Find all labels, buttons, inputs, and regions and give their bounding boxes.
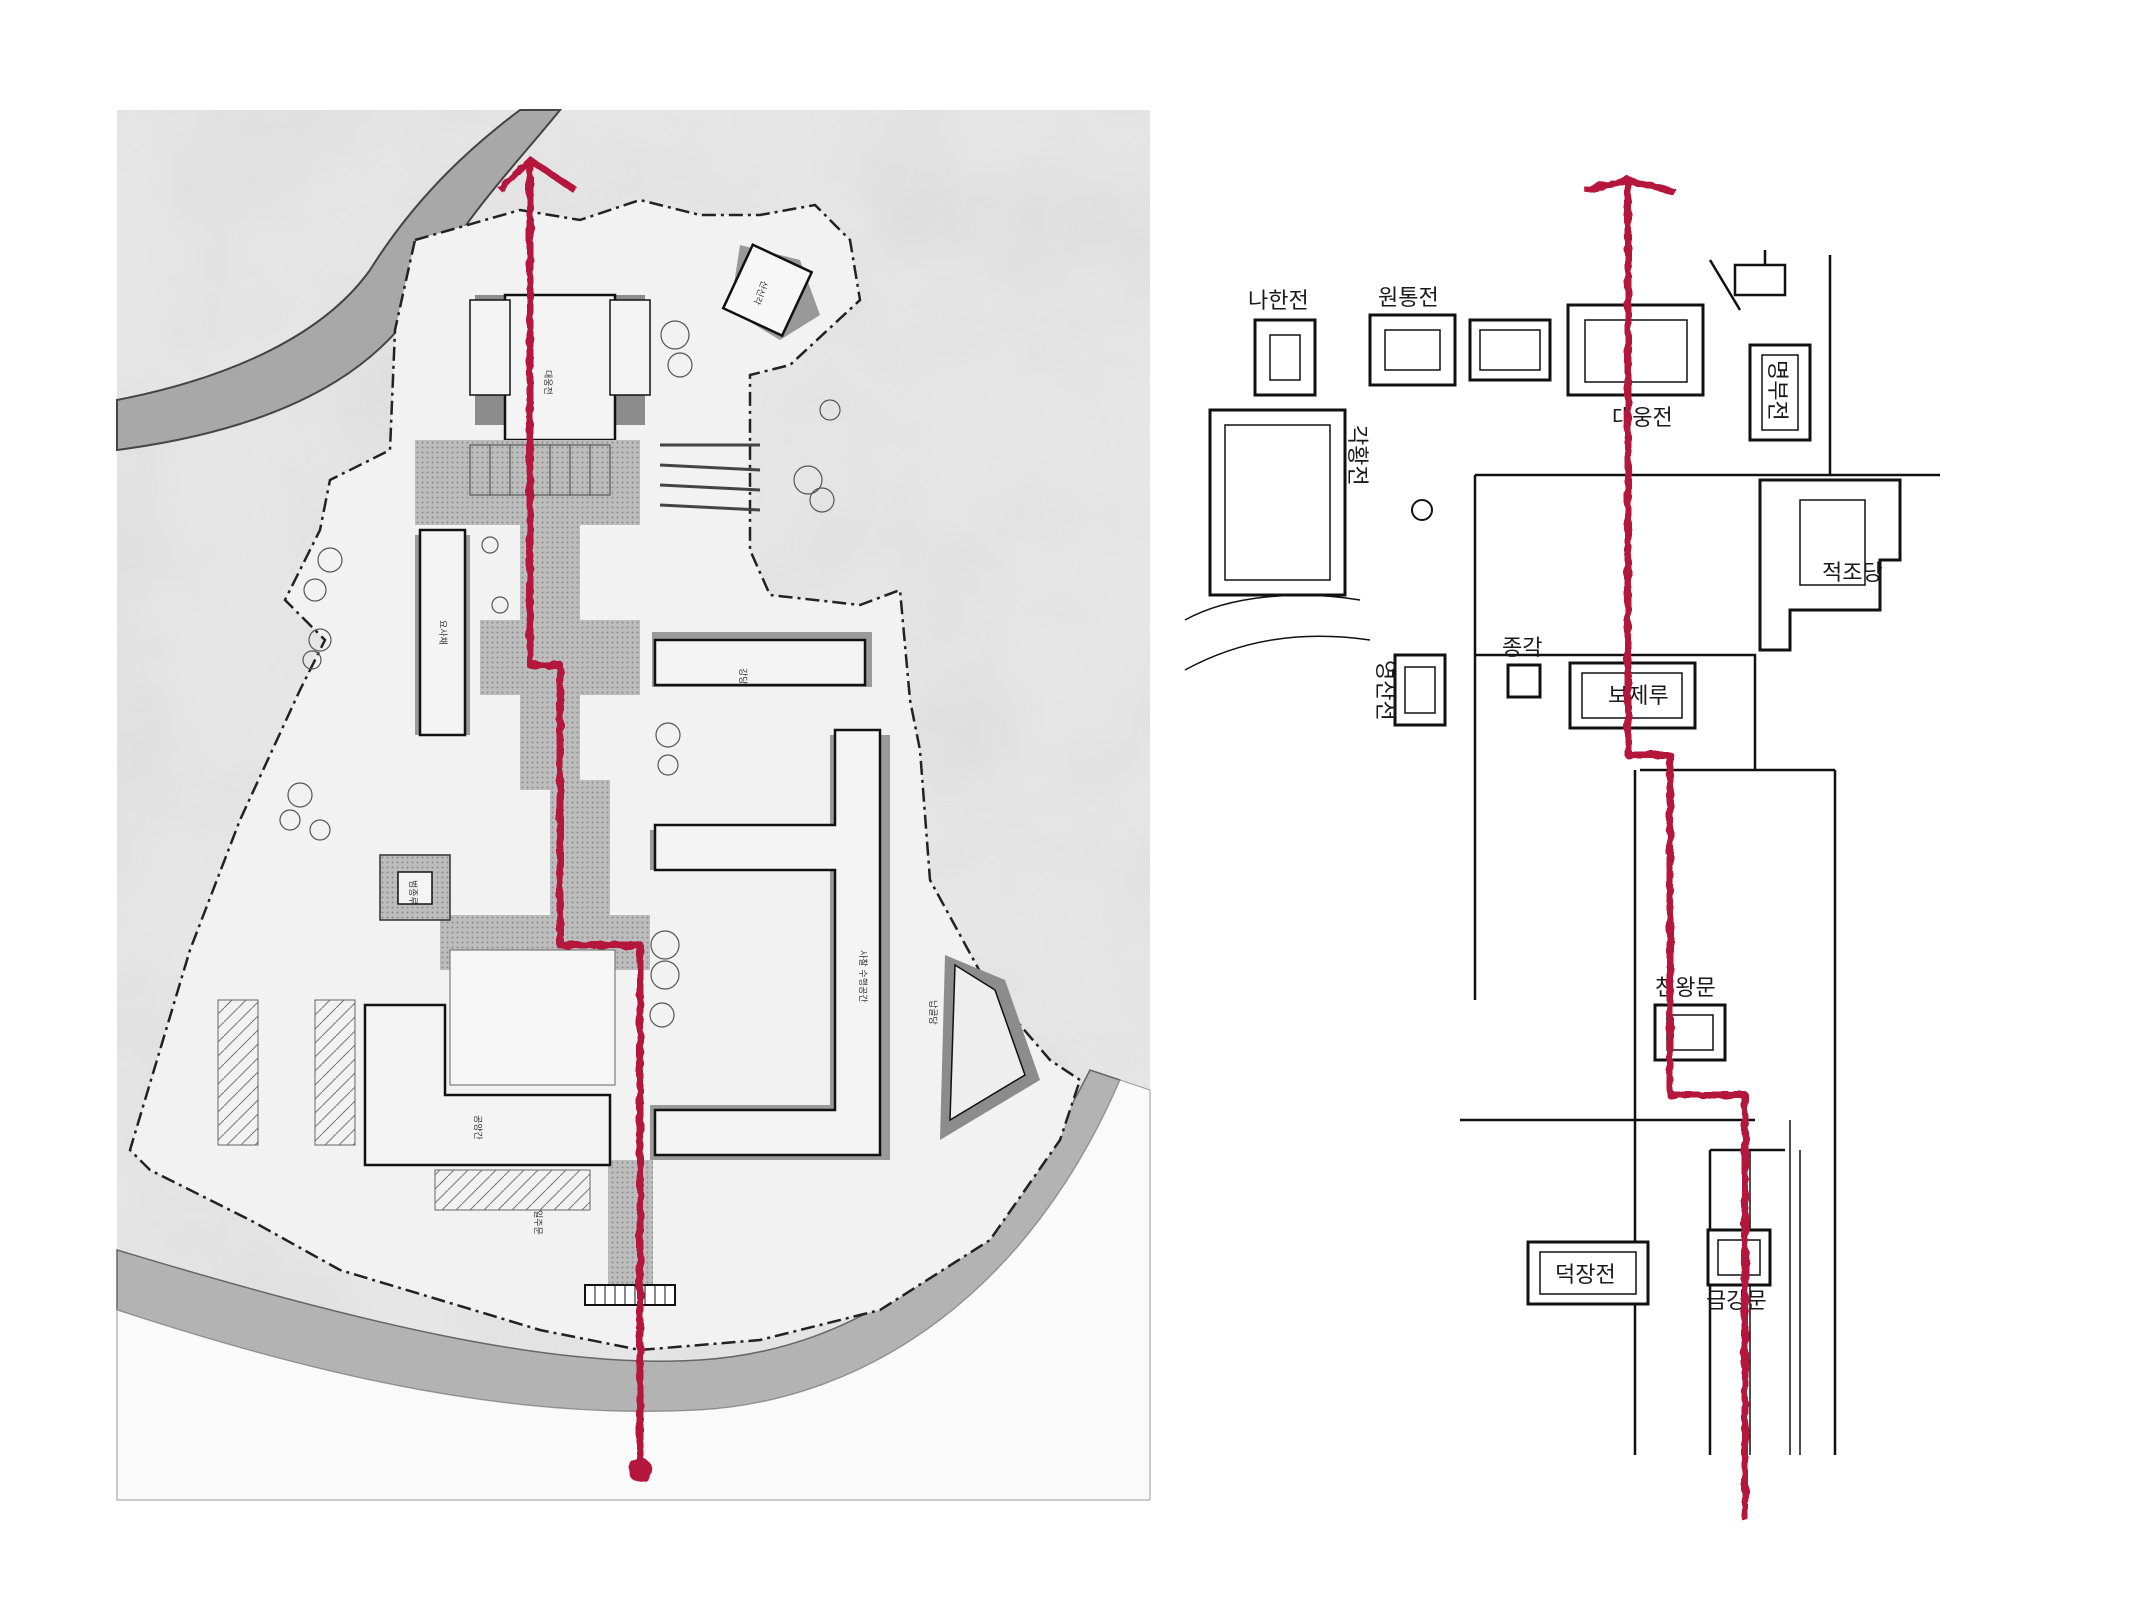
- left-route-line: [526, 160, 644, 1465]
- deokjangjeon-label: 덕장전: [1555, 1263, 1616, 1288]
- jonggak: [1506, 663, 1542, 699]
- right-processional-route: [1584, 176, 1749, 1520]
- cheonwangmun: [1653, 1003, 1727, 1062]
- jonggak-label: 종각: [1502, 636, 1542, 661]
- south-hall: [363, 1003, 612, 1167]
- jeokjodang-inner: [1799, 499, 1866, 586]
- nahanjeon-inner: [1269, 334, 1301, 381]
- east-hall: [653, 728, 882, 1157]
- trees: [279, 320, 841, 1028]
- east-terrace-steps: [659, 443, 761, 512]
- gakhwangjeon: [1208, 408, 1347, 597]
- left-route-arrowhead: [497, 155, 577, 193]
- jeokjodang-label: 적조당: [1822, 561, 1883, 586]
- wontong-annex: [1468, 318, 1552, 382]
- gate-square-label: 범종루: [407, 880, 418, 905]
- left-site-plan: 대웅전 산신각 요사채 강당 사찰 수행공간 범종루: [116, 109, 1151, 1501]
- nahanjeon: [1253, 318, 1317, 397]
- gakhwangjeon-inner: [1224, 424, 1331, 581]
- myeongbujeon: [1748, 343, 1812, 442]
- parking-south: [434, 1169, 591, 1211]
- upper-stairs: [469, 444, 611, 496]
- yeongsanjeon-label: 영산전: [1372, 660, 1397, 721]
- geumgangmun-label: 금강문: [1706, 1289, 1767, 1314]
- bojeru: [1568, 661, 1697, 730]
- entrance-label: 일주문: [532, 1210, 543, 1235]
- right-plan-lines: [1184, 250, 1940, 1455]
- west-hall: [418, 528, 467, 737]
- wontongjeon-label: 원통전: [1378, 286, 1439, 311]
- south-hall-label: 공양간: [472, 1115, 483, 1140]
- geumgangmun-inner: [1717, 1239, 1761, 1276]
- right-route-arrowhead: [1584, 176, 1676, 196]
- bojeru-inner: [1581, 672, 1683, 719]
- entrance-walk: [608, 1160, 653, 1290]
- middle-hall: [653, 638, 867, 687]
- middle-hall-label: 강당: [737, 668, 748, 685]
- memorial-label: 납골당: [927, 1000, 938, 1025]
- top-left-road: [116, 109, 563, 452]
- daeungjeon-inner: [1584, 319, 1688, 383]
- bottom-white-area: [116, 1079, 1151, 1501]
- courtyard-ornament: [1411, 499, 1433, 521]
- parking-west-a: [217, 999, 259, 1146]
- left-main-hall-wing-w: [469, 299, 511, 396]
- gate-square-inner: [397, 871, 433, 905]
- parking-west-b: [314, 999, 356, 1146]
- wontongjeon-inner: [1384, 329, 1441, 371]
- left-processional-route: [497, 155, 652, 1482]
- left-main-hall-wing-e: [609, 299, 651, 396]
- myeongbujeon-label: 명부전: [1764, 360, 1789, 421]
- cheonwangmun-label: 천왕문: [1655, 976, 1716, 1001]
- left-main-hall: [503, 293, 617, 442]
- right-temple-plan: 나한전 원통전 대웅전 명부전 각황전 적조당 종각 보제루: [1175, 215, 1960, 1475]
- yeongsanjeon: [1393, 653, 1447, 727]
- wontongjeon: [1368, 313, 1457, 387]
- daeungjeon-label: 대웅전: [1612, 406, 1673, 431]
- entrance-gate: [584, 1284, 676, 1306]
- nahanjeon-label: 나한전: [1248, 289, 1309, 314]
- south-courtyard: [449, 949, 616, 1086]
- left-mountain-pavilion: [721, 243, 814, 338]
- right-route-line: [1624, 178, 1749, 1520]
- left-main-hall-label: 대웅전: [542, 370, 553, 395]
- myeongbujeon-inner: [1761, 354, 1799, 431]
- left-route-start: [628, 1458, 652, 1482]
- bell-pavilion-top: [1733, 263, 1787, 297]
- entrance-gate-bars: [594, 1285, 666, 1305]
- deokjangjeon-inner: [1539, 1251, 1637, 1295]
- west-hall-label: 요사채: [437, 620, 448, 645]
- bojeru-label: 보제루: [1608, 684, 1669, 709]
- yeongsanjeon-inner: [1404, 666, 1436, 714]
- gakhwangjeon-label: 각황전: [1344, 425, 1369, 486]
- memorial: [949, 963, 1026, 1122]
- wontong-annex-inner: [1479, 329, 1541, 371]
- east-hall-label: 사찰 수행공간: [857, 950, 869, 1003]
